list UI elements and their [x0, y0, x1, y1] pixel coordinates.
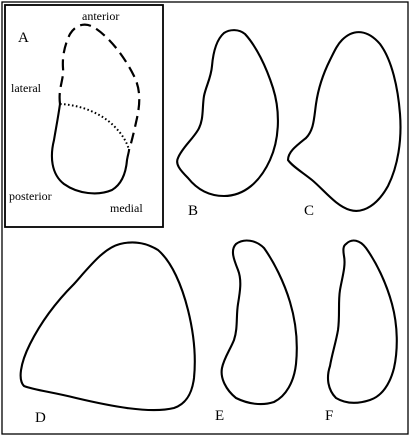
panel-e-letter: E	[215, 408, 224, 424]
panel-a-dotted-divider	[60, 104, 129, 150]
panel-b-outline	[177, 30, 278, 196]
anterior-label: anterior	[82, 9, 119, 23]
panel-f-outline	[328, 241, 397, 403]
panel-b-letter: B	[188, 203, 198, 219]
panel-e-outline	[222, 241, 297, 405]
posterior-label: posterior	[9, 189, 52, 203]
panel-a-posterior-solid-outline	[52, 104, 129, 193]
panel-c-letter: C	[304, 203, 314, 219]
medial-label: medial	[110, 201, 143, 215]
panel-c-outline	[288, 32, 401, 211]
panel-d-letter: D	[35, 410, 46, 426]
panel-a-letter: A	[18, 30, 29, 46]
panel-d-outline	[21, 242, 195, 410]
panel-a-anterior-dashed-outline	[60, 25, 140, 150]
lateral-label: lateral	[11, 81, 42, 95]
panel-f-letter: F	[325, 408, 333, 424]
